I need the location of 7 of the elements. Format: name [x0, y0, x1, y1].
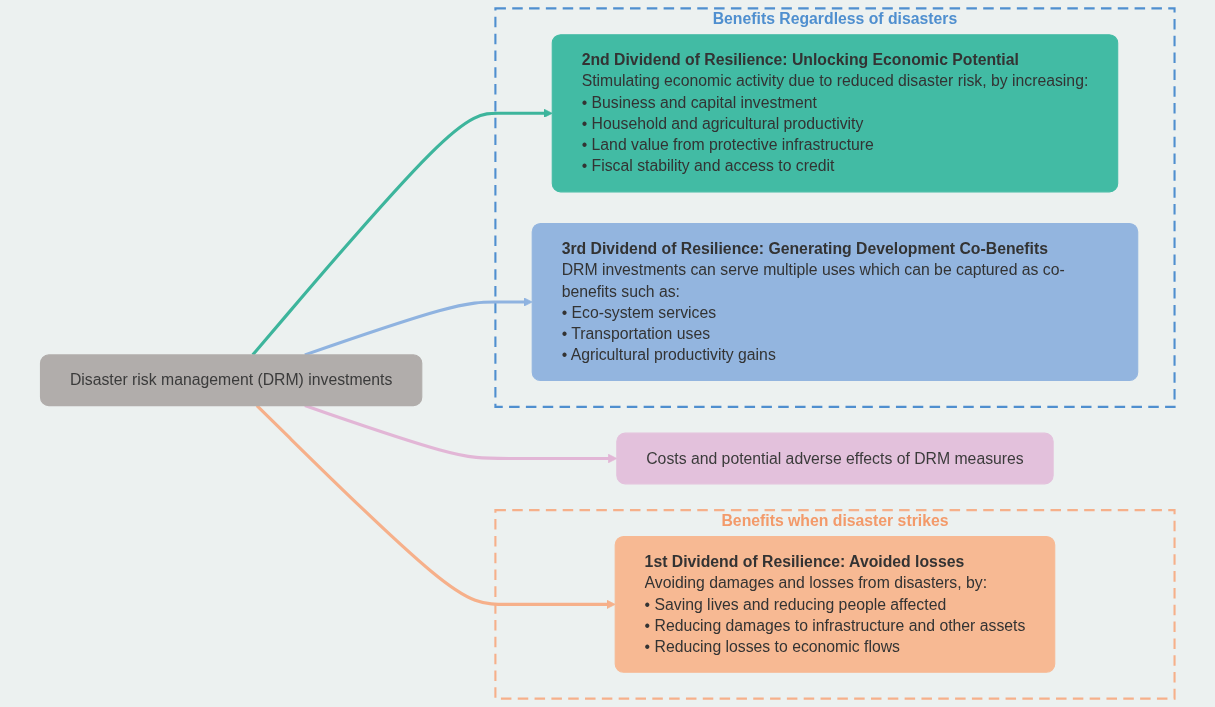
node-box: Costs and potential adverse effects of DRM measures — [616, 432, 1054, 485]
node-box: 3rd Dividend of Resilience: Generating Development Co-Benefits DRM investments can serve multiple uses which can be captured as co-benefits such as: • Eco-system services • Transportation uses • Agricultural productivity gains — [531, 222, 1139, 382]
arrow — [251, 108, 553, 356]
arrow — [255, 404, 616, 609]
node-box: Disaster risk management (DRM) investments — [39, 354, 423, 407]
node-box: 1st Dividend of Resilience: Avoided losses Avoiding damages and losses from disasters, by: • Saving lives and reducing people affected • Reducing damages to infrastructure and other assets • Reducing losses to economic flows — [614, 535, 1056, 673]
node-box: 2nd Dividend of Resilience: Unlocking Economic Potential Stimulating economic activity due to reduced disaster risk, by increasing: • Business and capital investment • Household and agricultural productivity • Land value from protective infrastructure • Fiscal stability and access to credit — [551, 34, 1119, 193]
